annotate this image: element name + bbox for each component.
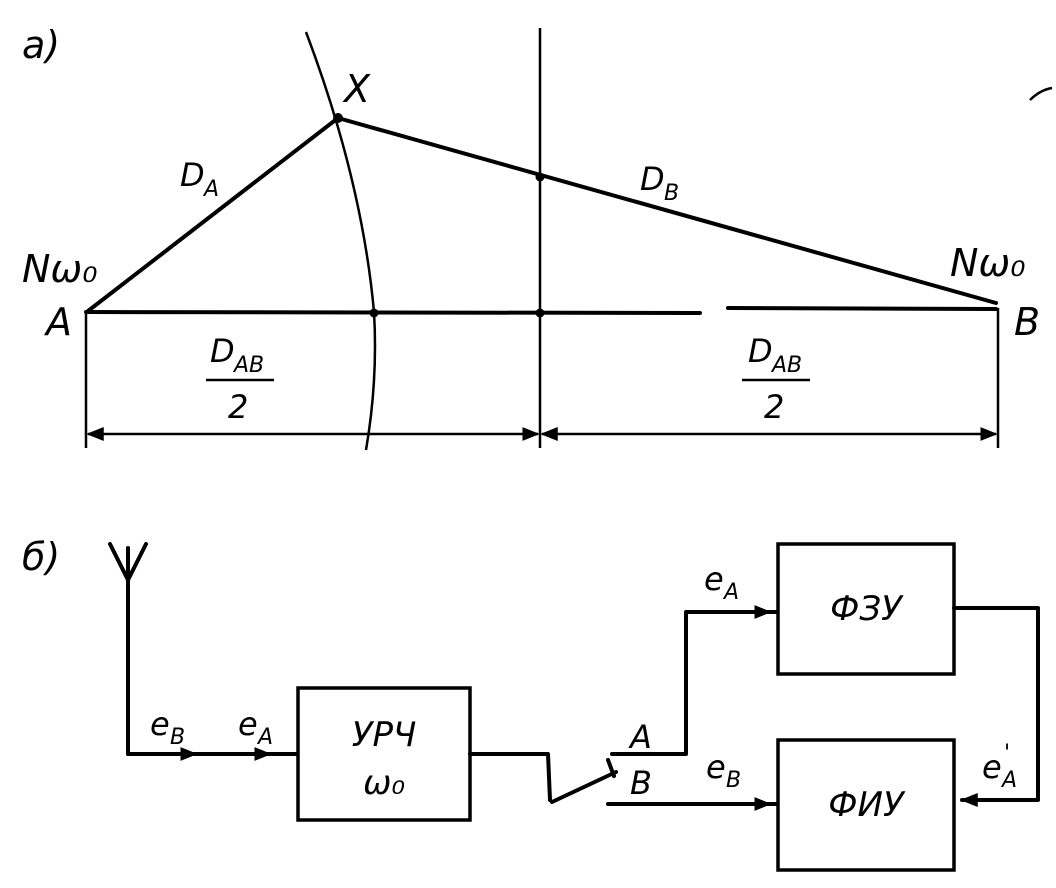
part-b-block-diagram: б) e B e A УРЧ ω₀ A B	[22, 535, 1040, 872]
svg-text:B: B	[726, 768, 741, 793]
block-fzu-label: ФЗУ	[830, 589, 904, 629]
baseline-right	[726, 306, 998, 311]
block-urch-line2: ω₀	[363, 763, 405, 803]
source-a-label: Nω₀	[22, 247, 97, 291]
part-a-geometry: а) X A B Nω₀ Nω₀ D A D	[22, 23, 1053, 451]
svg-text:e: e	[706, 748, 726, 786]
svg-text:A: A	[1000, 768, 1017, 793]
svg-text:D: D	[210, 332, 235, 370]
svg-text:A: A	[256, 725, 273, 750]
dist-da-label: D A	[180, 156, 219, 202]
position-curve	[304, 31, 377, 451]
svg-text:e: e	[704, 560, 724, 598]
wire-urch-switch	[468, 752, 552, 802]
antenna-icon	[108, 542, 148, 756]
source-b-label: Nω₀	[950, 241, 1025, 285]
svg-text:2: 2	[228, 388, 248, 426]
fraction-half-left: D AB 2	[206, 332, 274, 426]
svg-text:': '	[1004, 741, 1010, 766]
side-db	[336, 116, 998, 305]
svg-text:D: D	[180, 156, 205, 194]
svg-text:A: A	[722, 580, 739, 605]
switch-b-label: B	[630, 764, 652, 802]
svg-text:D: D	[640, 160, 665, 198]
point-x-label: X	[342, 67, 371, 111]
svg-text:A: A	[202, 177, 219, 202]
block-urch	[296, 686, 472, 822]
svg-text:B: B	[170, 725, 185, 750]
svg-text:e: e	[238, 705, 258, 743]
block-urch-line1: УРЧ	[352, 715, 417, 755]
sig-eb-in-label: e B	[150, 705, 185, 750]
scan-mark	[1029, 86, 1053, 101]
fraction-half-right: D AB 2	[742, 332, 810, 426]
dot-x	[333, 113, 343, 123]
dist-db-label: D B	[640, 160, 679, 206]
svg-text:D: D	[748, 332, 773, 370]
point-b-label: B	[1014, 300, 1040, 344]
svg-text:B: B	[664, 181, 679, 206]
dot-curve-base	[369, 308, 379, 318]
switch-a-label: A	[628, 718, 652, 756]
svg-text:AB: AB	[232, 353, 264, 378]
block-fiu-label: ФИУ	[828, 785, 906, 825]
svg-text:e: e	[982, 748, 1002, 786]
part-a-label: а)	[22, 23, 60, 67]
svg-text:e: e	[150, 705, 170, 743]
side-da	[86, 116, 340, 313]
baseline-left	[84, 310, 702, 315]
part-b-label: б)	[22, 535, 60, 579]
svg-text:AB: AB	[770, 353, 802, 378]
switch-contact-tick	[606, 758, 616, 778]
sig-ea-in-label: e A	[238, 705, 273, 750]
block-fiu	[776, 738, 956, 872]
sig-eb-out-label: e B	[706, 748, 741, 793]
dot-bisector-top	[535, 172, 545, 182]
sig-ea-out-label: e A	[704, 560, 739, 605]
point-a-label: A	[43, 300, 72, 344]
dot-bisector-base	[535, 308, 545, 318]
sig-ea-prime-label: e A '	[982, 741, 1017, 793]
switch-blade	[550, 770, 618, 804]
svg-text:2: 2	[764, 388, 784, 426]
